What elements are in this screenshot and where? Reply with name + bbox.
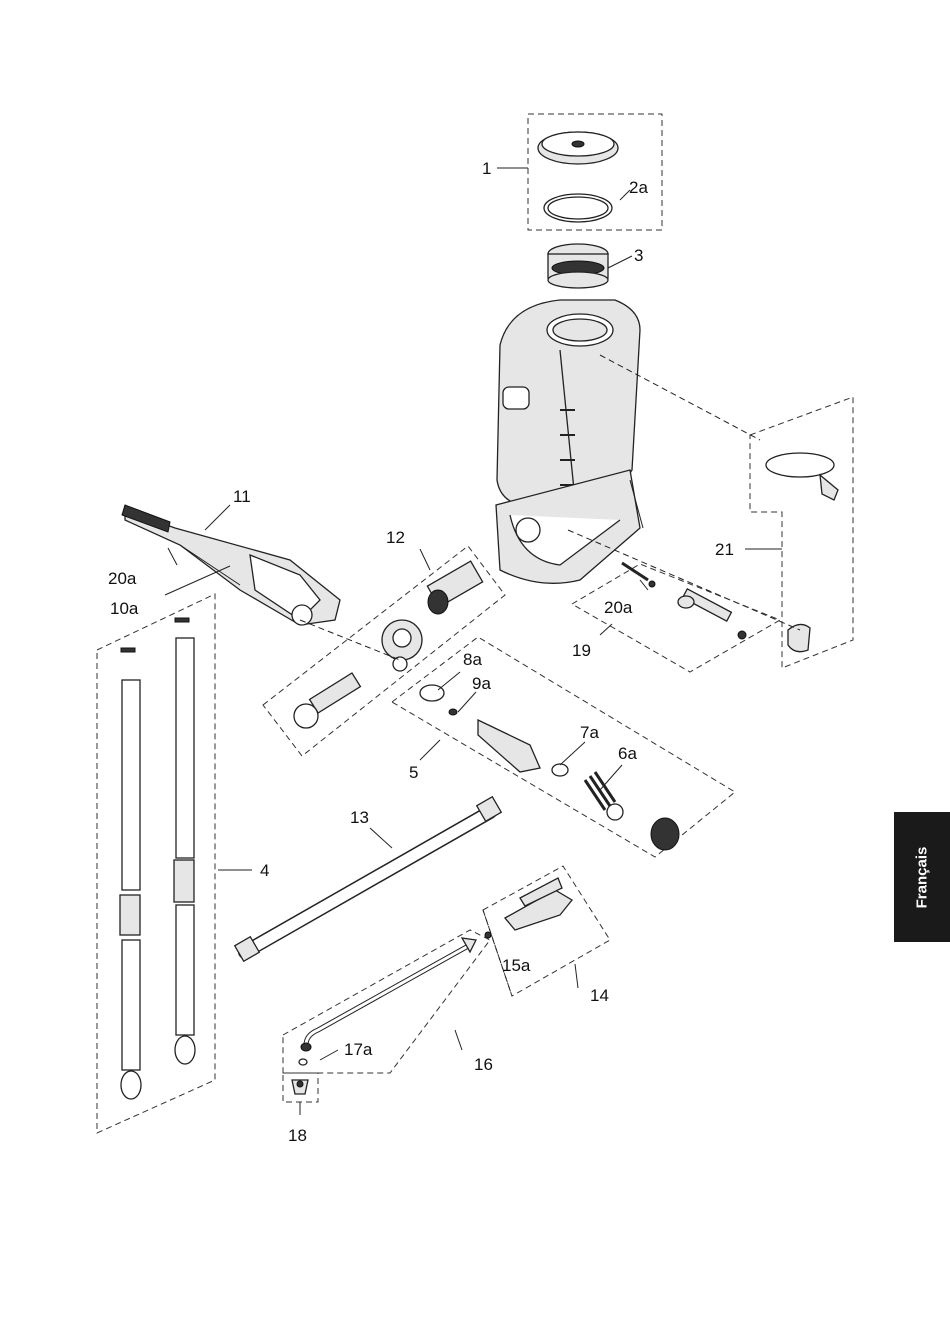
label-17a: 17a bbox=[344, 1040, 373, 1059]
group-4-box bbox=[97, 594, 215, 1133]
label-21: 21 bbox=[715, 540, 734, 559]
pivot-shaft bbox=[622, 563, 746, 639]
label-18: 18 bbox=[288, 1126, 307, 1145]
label-3: 3 bbox=[634, 246, 643, 265]
label-13: 13 bbox=[350, 808, 369, 827]
tank bbox=[496, 300, 643, 583]
group-5-box bbox=[392, 637, 735, 857]
group-19-box bbox=[572, 564, 780, 672]
label-9a: 9a bbox=[472, 674, 491, 693]
spray-nozzle bbox=[292, 1080, 308, 1094]
language-tab: Français bbox=[894, 812, 950, 942]
leader-lines bbox=[165, 168, 782, 1115]
label-16: 16 bbox=[474, 1055, 493, 1074]
filter-ring bbox=[548, 244, 608, 288]
label-12: 12 bbox=[386, 528, 405, 547]
label-20a-left: 20a bbox=[108, 569, 137, 588]
label-7a: 7a bbox=[580, 723, 599, 742]
label-8a: 8a bbox=[463, 650, 482, 669]
spray-wand bbox=[299, 938, 476, 1065]
label-11: 11 bbox=[233, 487, 251, 506]
pump-handle bbox=[122, 505, 340, 625]
label-15a: 15a bbox=[502, 956, 531, 975]
label-6a: 6a bbox=[618, 744, 637, 763]
strap-clip bbox=[788, 624, 810, 651]
label-19: 19 bbox=[572, 641, 591, 660]
trigger-handle bbox=[485, 878, 572, 938]
strap-bracket-ring bbox=[766, 453, 838, 500]
label-10a: 10a bbox=[110, 599, 139, 618]
language-tab-label: Français bbox=[914, 846, 931, 908]
shoulder-strap-left bbox=[120, 648, 141, 1099]
label-2a: 2a bbox=[629, 178, 648, 197]
lid-seal-ring-inner bbox=[548, 197, 608, 219]
lid-cap bbox=[538, 132, 618, 164]
label-4: 4 bbox=[260, 861, 269, 880]
label-20a-right: 20a bbox=[604, 598, 633, 617]
shoulder-strap-right bbox=[174, 618, 195, 1064]
label-1: 1 bbox=[482, 159, 491, 178]
label-5: 5 bbox=[409, 763, 418, 782]
label-14: 14 bbox=[590, 986, 609, 1005]
